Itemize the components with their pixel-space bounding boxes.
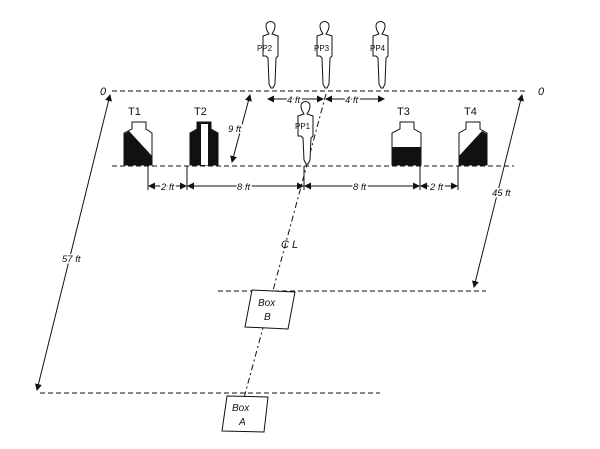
dim-t3-t4-label: 2 ft xyxy=(429,182,444,193)
steel-target-t3 xyxy=(391,121,422,166)
t1-label: T1 xyxy=(128,106,141,118)
zero-label-right: 0 xyxy=(538,86,545,98)
dim-t2-center-label: 8 ft xyxy=(237,182,251,193)
pp4-label: PP4 xyxy=(370,44,386,53)
pp2-label: PP2 xyxy=(257,44,273,53)
center-line xyxy=(243,93,327,399)
t4-label: T4 xyxy=(464,106,477,118)
box-a-label-2: A xyxy=(238,417,246,428)
paper-target-pp4 xyxy=(372,21,389,89)
dim-t1-t2-label: 2 ft xyxy=(160,182,175,193)
box-b-label-2: B xyxy=(264,312,271,323)
pp3-label: PP3 xyxy=(314,44,330,53)
dim-depth-45 xyxy=(472,94,524,288)
box-a xyxy=(221,395,269,433)
steel-target-t4 xyxy=(458,121,488,166)
paper-target-pp3 xyxy=(316,21,333,89)
dim-depth-57 xyxy=(35,94,112,391)
box-a-label-1: Box xyxy=(232,403,250,414)
dim-depth-57-label: 57 ft xyxy=(62,254,81,265)
dim-pp-gap-1-label: 4 ft xyxy=(287,95,301,106)
zero-label-left: 0 xyxy=(100,86,107,98)
dim-depth-9-label: 9 ft xyxy=(228,124,242,135)
dim-depth-9 xyxy=(230,94,252,163)
dim-center-t3-label: 8 ft xyxy=(353,182,367,193)
pp1-label: PP1 xyxy=(295,122,311,131)
t2-label: T2 xyxy=(194,106,207,118)
center-line-label: C L xyxy=(281,239,298,251)
box-b xyxy=(244,289,296,330)
dim-pp-gap-2-label: 4 ft xyxy=(345,95,359,106)
t3-label: T3 xyxy=(397,106,410,118)
steel-target-t2 xyxy=(189,121,219,166)
paper-target-pp1 xyxy=(297,101,314,165)
steel-target-t1 xyxy=(123,121,153,166)
dim-depth-45-label: 45 ft xyxy=(492,188,511,199)
paper-target-pp2 xyxy=(262,21,279,89)
box-b-label-1: Box xyxy=(258,298,276,309)
